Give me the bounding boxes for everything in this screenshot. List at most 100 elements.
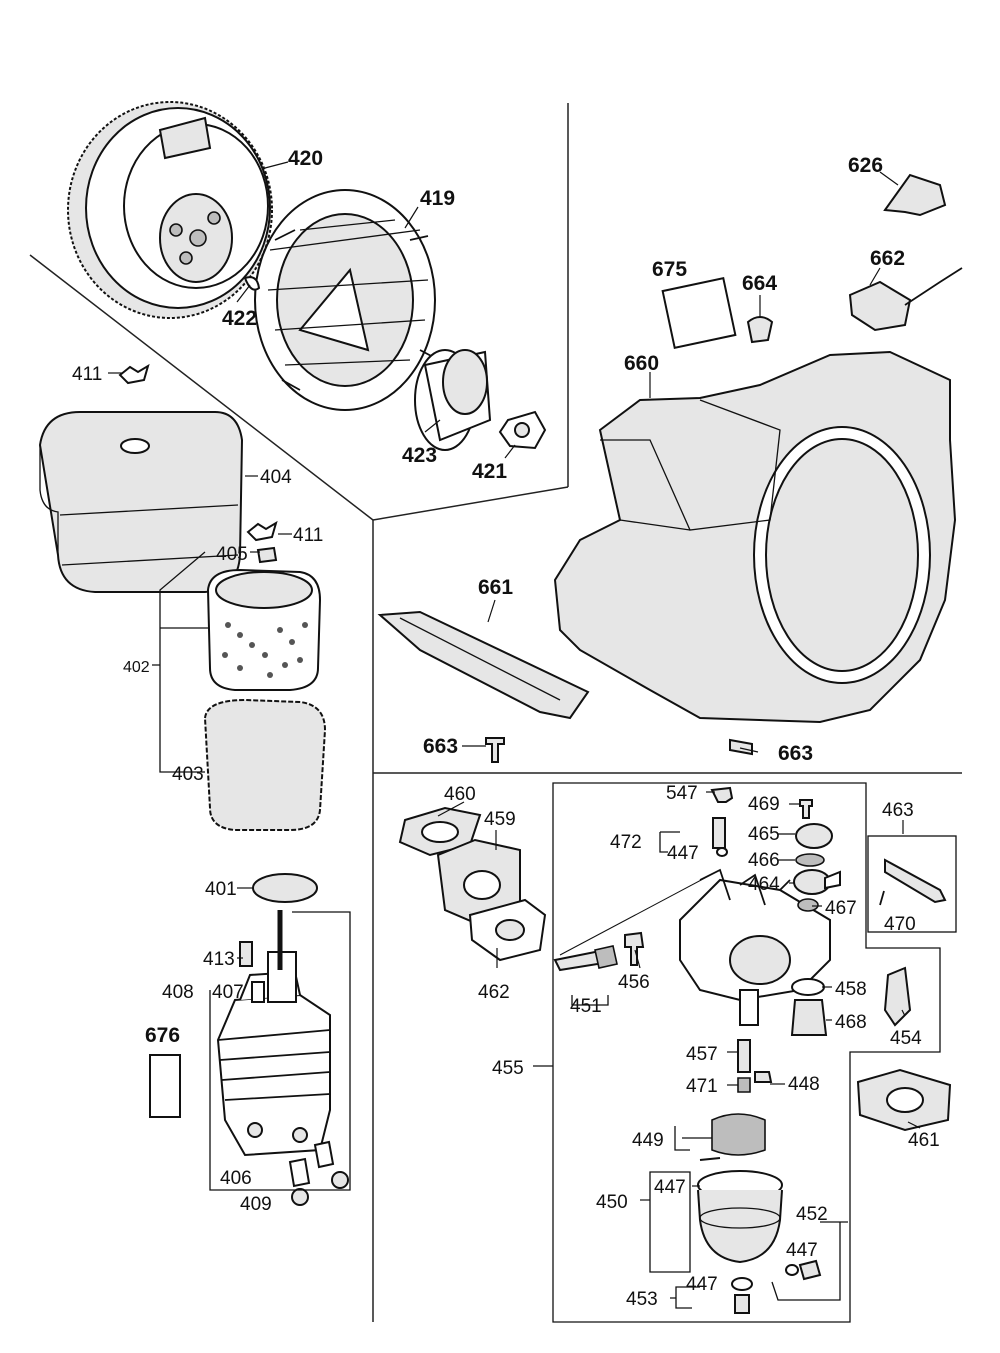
label-676-drawing: [149, 1054, 181, 1118]
label-452: 452: [796, 1204, 828, 1225]
label-626: 626: [848, 154, 883, 177]
label-663a: 663: [423, 735, 458, 758]
label-407: 407: [212, 982, 244, 1003]
drain-bolt-453-drawing: [734, 1294, 750, 1314]
jet-471-drawing: [737, 1077, 751, 1093]
carburetor-body-drawing: [559, 868, 831, 1026]
label-462: 462: [478, 982, 510, 1003]
label-467: 467: [825, 898, 857, 919]
air-guide-661-drawing: [377, 610, 590, 720]
label-403: 403: [172, 764, 204, 785]
choke-lever-470-drawing: [879, 858, 947, 906]
label-547: 547: [666, 783, 698, 804]
bolt-413-drawing: [239, 941, 253, 967]
callout-labels: 420 419 422 423 421 411 404 411 405 402 …: [72, 147, 940, 1310]
label-472: 472: [610, 832, 642, 853]
flywheel-nut-drawing: [498, 410, 547, 450]
screw-472-drawing: [712, 817, 726, 849]
spring-466-drawing: [795, 853, 825, 867]
label-661: 661: [478, 576, 513, 599]
wing-nut-411b-drawing: [246, 520, 278, 542]
label-404: 404: [260, 467, 292, 488]
washer-447d-drawing: [731, 1277, 753, 1291]
label-421: 421: [472, 460, 507, 483]
label-466: 466: [748, 850, 780, 871]
float-bowl-450-drawing: [697, 1170, 783, 1264]
carburetor-group-frame: [552, 782, 941, 1323]
label-464: 464: [748, 874, 780, 895]
label-409: 409: [240, 1194, 272, 1215]
cylinder-head-drawing: [216, 910, 331, 1157]
blower-housing-drawing: [553, 350, 957, 724]
label-451: 451: [570, 996, 602, 1017]
label-460: 460: [444, 784, 476, 805]
nozzle-457-drawing: [737, 1039, 751, 1073]
cover-465-drawing: [795, 823, 833, 849]
spring-467-drawing: [797, 898, 819, 912]
label-408: 408: [162, 982, 194, 1003]
label-662: 662: [870, 247, 905, 270]
grommet-405-drawing: [256, 546, 278, 564]
label-676: 676: [145, 1024, 180, 1047]
flywheel-drawing: [67, 101, 273, 319]
insulator-459-drawing: [436, 838, 521, 927]
clip-626-drawing: [883, 173, 947, 217]
screw-456-drawing: [624, 931, 645, 966]
label-457: 457: [686, 1044, 718, 1065]
cooling-fan-drawing: [254, 189, 436, 411]
pre-filter-drawing: [203, 698, 327, 831]
label-405: 405: [216, 544, 248, 565]
label-449: 449: [632, 1130, 664, 1151]
dowel-406b-drawing: [313, 1140, 335, 1169]
section-dividers: [29, 103, 962, 1322]
gasket-461-drawing: [856, 1068, 952, 1132]
label-468: 468: [835, 1012, 867, 1033]
label-465: 465: [748, 824, 780, 845]
carb-sub-brackets: [571, 831, 848, 1309]
label-402: 402: [123, 659, 150, 676]
label-454: 454: [890, 1028, 922, 1049]
screw-547-drawing: [710, 786, 734, 803]
label-453: 453: [626, 1289, 658, 1310]
air-cleaner-cover-drawing: [38, 411, 244, 593]
label-420: 420: [288, 147, 323, 170]
bolt-663b-drawing: [729, 738, 753, 756]
switch-662-drawing: [848, 267, 963, 332]
label-463: 463: [882, 800, 914, 821]
jet-468-drawing: [790, 999, 828, 1036]
label-470: 470: [884, 914, 916, 935]
label-471: 471: [686, 1076, 718, 1097]
starter-cup-drawing: [414, 349, 492, 451]
washer-447c-drawing: [785, 1264, 799, 1276]
gasket-462-drawing: [468, 898, 547, 962]
lever-464-drawing: [793, 869, 841, 895]
label-413: 413: [203, 949, 235, 970]
label-419: 419: [420, 187, 455, 210]
label-447d: 447: [686, 1274, 718, 1295]
spring-451-drawing: [594, 945, 618, 969]
choke-group-frame: [867, 835, 957, 933]
nut-409a-drawing: [291, 1188, 309, 1206]
bolt-663a-drawing: [485, 737, 505, 763]
washer-447a-drawing: [716, 847, 728, 857]
screw-469-drawing: [799, 799, 813, 819]
air-filter-element-drawing: [206, 568, 322, 691]
label-448: 448: [788, 1074, 820, 1095]
label-450: 450: [596, 1192, 628, 1213]
wing-nut-411a-drawing: [118, 363, 150, 385]
label-660: 660: [624, 352, 659, 375]
float-449-drawing: [699, 1113, 766, 1161]
leader-lines: [108, 161, 921, 1201]
label-461: 461: [908, 1130, 940, 1151]
nut-409b-drawing: [331, 1171, 349, 1189]
clip-664-drawing: [746, 316, 774, 344]
label-456: 456: [618, 972, 650, 993]
label-401: 401: [205, 879, 237, 900]
bracket-454-drawing: [883, 966, 912, 1027]
cylinder-group-bracket: [209, 911, 351, 1191]
label-406: 406: [220, 1168, 252, 1189]
woodruff-key-drawing: [243, 276, 261, 291]
air-cleaner-group-bracket: [152, 551, 208, 773]
label-675-drawing: [661, 277, 737, 349]
